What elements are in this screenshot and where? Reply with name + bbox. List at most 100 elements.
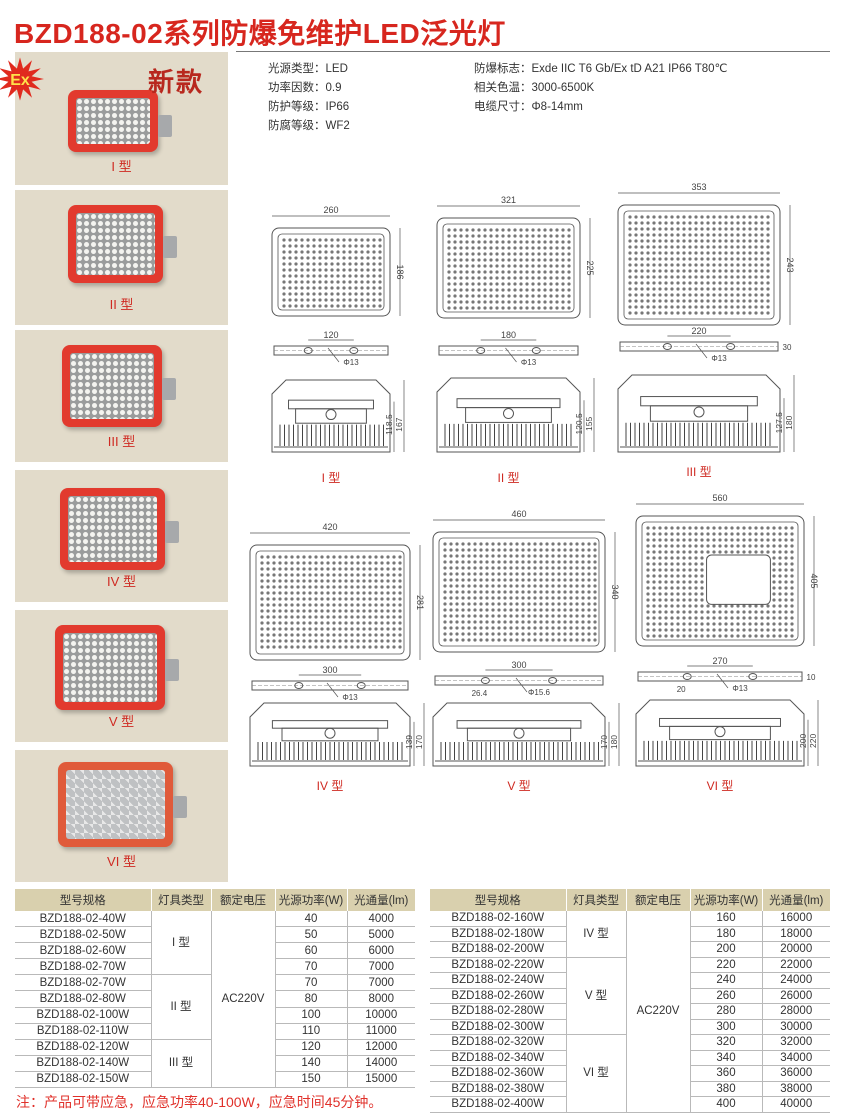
bracket-hole — [726, 343, 736, 350]
lumen-cell: 10000 — [347, 1007, 415, 1024]
model-cell: BZD188-02-40W — [15, 911, 152, 928]
column-header: 光源功率(W) — [275, 889, 348, 911]
model-cell: BZD188-02-180W — [430, 926, 567, 942]
photo-type-label: I 型 — [111, 159, 132, 174]
power-cell: 110 — [275, 1023, 348, 1040]
bracket-hole — [480, 677, 490, 684]
lamp-image — [68, 205, 177, 283]
model-cell: BZD188-02-120W — [15, 1039, 152, 1056]
table-header-row: 型号规格灯具类型额定电压光源功率(W)光通量(lm) — [15, 889, 415, 911]
mounting-bracket — [163, 236, 177, 259]
width-dimension-label: 321 — [501, 195, 516, 205]
top-view-inner — [255, 550, 405, 655]
column-header: 光通量(lm) — [762, 889, 830, 911]
column-header: 型号规格 — [15, 889, 152, 911]
power-cell: 380 — [690, 1081, 763, 1097]
side-view-driver-box — [649, 405, 749, 422]
model-cell: BZD188-02-300W — [430, 1019, 567, 1035]
power-cell: 220 — [690, 957, 763, 973]
hole-leader — [326, 682, 339, 698]
width-dimension-label: 260 — [323, 205, 338, 215]
side-view-housing — [659, 717, 781, 727]
power-cell: 320 — [690, 1034, 763, 1051]
spec-value: IP66 — [325, 101, 350, 113]
lumen-cell: 16000 — [762, 911, 830, 927]
model-cell: BZD188-02-70W — [15, 958, 152, 976]
power-cell: 240 — [690, 972, 763, 989]
lumen-cell: 5000 — [347, 926, 415, 944]
voltage-cell: AC220V — [211, 911, 276, 1089]
spec-row: 防爆标志：Exde IIC T6 Gb/Ex tD A21 IP66 T80℃ — [474, 60, 727, 79]
table-header-row: 型号规格灯具类型额定电压光源功率(W)光通量(lm) — [430, 889, 830, 911]
height-dimension-label: 340 — [610, 584, 620, 599]
cable-gland — [503, 408, 514, 420]
power-cell: 60 — [275, 942, 348, 960]
lamp-image — [58, 762, 187, 847]
model-cell: BZD188-02-400W — [430, 1096, 567, 1113]
top-view-inner — [623, 210, 775, 320]
power-cell: 120 — [275, 1039, 348, 1056]
led-lens — [70, 353, 154, 419]
lamp-type-cell: II 型 — [151, 974, 212, 1040]
top-view-inner — [442, 223, 575, 313]
led-grid — [628, 215, 770, 315]
product-photo-5: V 型 — [15, 610, 228, 742]
side-view-housing — [640, 396, 758, 407]
bracket-hole — [531, 347, 541, 354]
bracket-hole — [748, 673, 758, 680]
lumen-cell: 30000 — [762, 1019, 830, 1035]
lumen-cell: 11000 — [347, 1023, 415, 1040]
lumen-cell: 34000 — [762, 1050, 830, 1066]
led-lens — [76, 213, 155, 275]
side-view-outline — [617, 374, 781, 453]
height-dimension-label: 281 — [415, 595, 425, 610]
lamp-image — [68, 90, 172, 152]
lumen-cell: 8000 — [347, 990, 415, 1008]
model-cell: BZD188-02-50W — [15, 926, 152, 944]
heat-sink-fins — [257, 742, 403, 760]
side-view-driver-box — [669, 725, 771, 741]
lumen-cell: 7000 — [347, 958, 415, 976]
model-cell: BZD188-02-80W — [15, 990, 152, 1008]
side-height-b-label: 155 — [584, 417, 594, 431]
heat-sink-fins — [643, 740, 798, 760]
spec-value: 0.9 — [325, 82, 342, 94]
spec-label: 光源类型： — [268, 63, 326, 75]
spec-label: 防腐等级： — [268, 120, 326, 132]
side-view-outline — [432, 702, 606, 767]
lamp-image — [55, 625, 179, 710]
model-cell: BZD188-02-220W — [430, 957, 567, 973]
power-cell: 200 — [690, 941, 763, 958]
lumen-cell: 36000 — [762, 1065, 830, 1082]
model-cell: BZD188-02-150W — [15, 1071, 152, 1089]
lumen-cell: 4000 — [347, 911, 415, 928]
lamp-image — [62, 345, 176, 427]
power-cell: 300 — [690, 1019, 763, 1035]
drawing-type-label: VI 型 — [707, 779, 734, 793]
height-dimension-label: 225 — [585, 260, 595, 275]
photo-type-label: III 型 — [107, 434, 136, 449]
lumen-cell: 26000 — [762, 988, 830, 1004]
drawing-type-label: I 型 — [322, 471, 341, 485]
hole-leader — [505, 347, 517, 363]
column-header: 额定电压 — [626, 889, 691, 911]
mounting-bracket — [173, 796, 187, 818]
model-cell: BZD188-02-100W — [15, 1007, 152, 1024]
model-cell: BZD188-02-320W — [430, 1034, 567, 1051]
power-cell: 70 — [275, 958, 348, 976]
top-view-outline — [436, 217, 581, 319]
led-lens — [76, 98, 150, 144]
side-height-b-label: 220 — [808, 734, 818, 748]
bracket-hole — [662, 343, 672, 350]
led-lens — [63, 633, 157, 702]
model-cell: BZD188-02-260W — [430, 988, 567, 1004]
bracket-spacing-label: 270 — [712, 656, 727, 666]
hole-diameter-label: Φ13 — [342, 693, 358, 702]
top-view-outline — [271, 227, 391, 317]
spec-value: 3000-6500K — [531, 82, 595, 94]
